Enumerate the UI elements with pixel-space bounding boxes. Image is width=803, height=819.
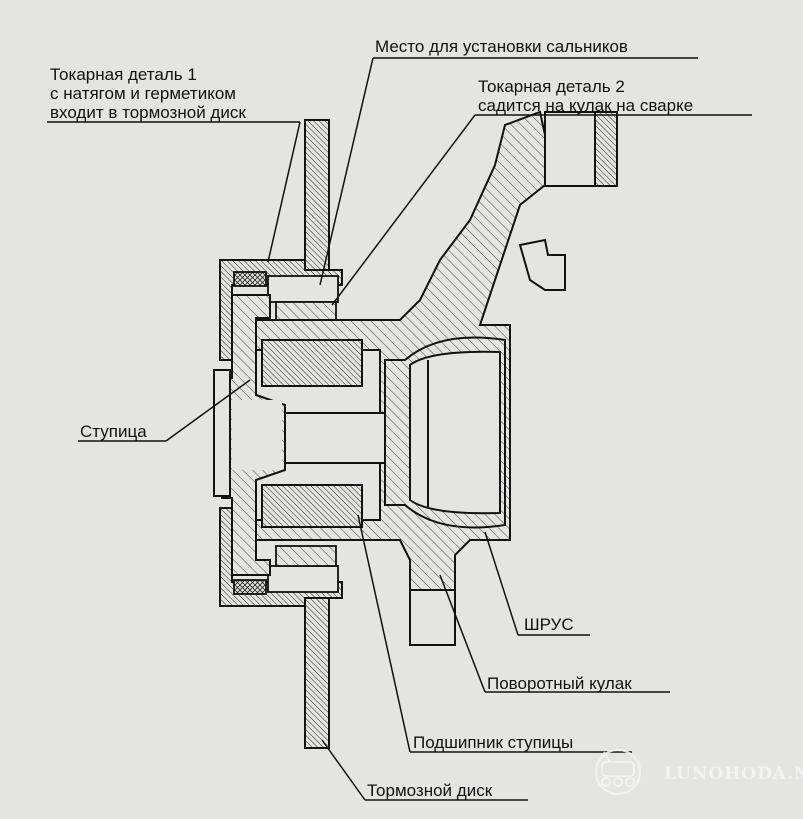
label-turned-part-2-line2: садится на кулак на сварке	[478, 96, 693, 115]
label-hub: Ступица	[80, 422, 147, 441]
cv-joint	[384, 336, 506, 529]
label-seal-place: Место для установки сальников	[375, 37, 628, 56]
watermark: LUNOHODA.NET	[595, 749, 803, 795]
label-hub-bearing: Подшипник ступицы	[413, 733, 573, 752]
lunokhod-rover-icon	[595, 749, 641, 795]
watermark-text: LUNOHODA.NET	[664, 764, 803, 784]
seal	[233, 271, 339, 595]
label-turned-part-1-line1: Токарная деталь 1	[50, 65, 197, 84]
label-brake-disc: Тормозной диск	[367, 781, 493, 800]
hub	[213, 294, 386, 576]
label-cv-joint: ШРУС	[524, 615, 574, 634]
hub-bearing	[261, 339, 363, 528]
label-turned-part-1-line2: с натягом и герметиком	[50, 84, 236, 103]
label-steering-knuckle: Поворотный кулак	[487, 674, 632, 693]
label-turned-part-1-line3: входит в тормозной диск	[50, 103, 246, 122]
label-turned-part-2-line1: Токарная деталь 2	[478, 77, 625, 96]
brake-disc	[304, 119, 330, 749]
leader-lines	[47, 57, 752, 801]
